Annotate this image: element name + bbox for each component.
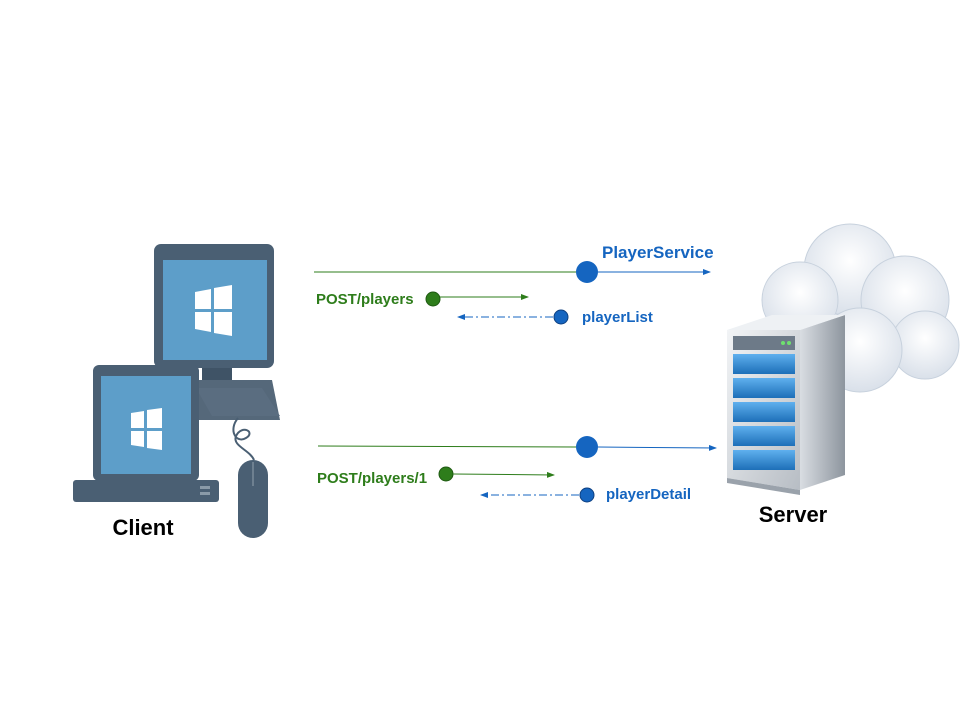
client-computer: Client	[73, 244, 280, 540]
bottom-request-label: POST/players/1	[317, 470, 427, 487]
service-label: PlayerService	[602, 243, 714, 262]
bottom-response-dot	[579, 487, 595, 503]
top-response-dot	[553, 309, 569, 325]
bottom-response-label: playerDetail	[606, 486, 691, 503]
top-request-dot	[425, 291, 441, 307]
player-service-flow: PlayerService POST/players playerList	[314, 243, 714, 326]
server-node: Server	[727, 223, 960, 527]
service-endpoint-dot	[576, 436, 598, 458]
windows-logo-icon	[195, 285, 232, 336]
player-detail-flow: POST/players/1 playerDetail	[317, 436, 717, 503]
keyboard-icon	[196, 388, 280, 416]
windows-logo-icon	[131, 408, 162, 450]
service-arrow	[597, 444, 717, 451]
top-request-label: POST/players	[316, 291, 414, 308]
service-endpoint-dot	[576, 261, 598, 283]
server-label: Server	[759, 502, 828, 527]
bottom-request-arrow	[452, 471, 555, 478]
mouse-icon	[232, 417, 268, 538]
top-response-label: playerList	[582, 309, 653, 326]
cloud-icon	[761, 223, 960, 393]
server-tower-icon	[727, 315, 845, 495]
bottom-request-dot	[438, 466, 454, 482]
client-label: Client	[112, 515, 174, 540]
laptop-icon	[73, 365, 219, 502]
request-line	[317, 445, 577, 448]
